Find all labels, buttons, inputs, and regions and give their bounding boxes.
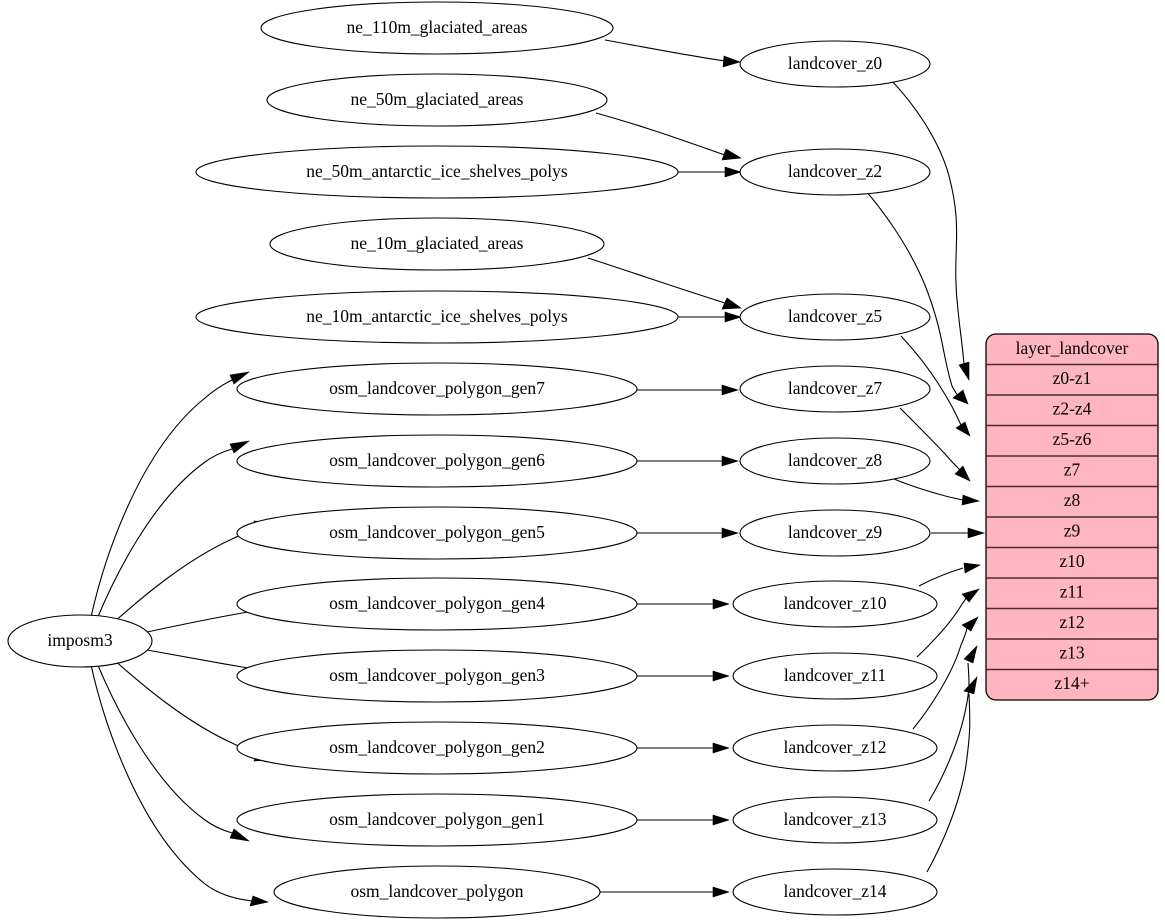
edge-z5-to-row-z5z6: [900, 335, 971, 437]
edge-gen4-to-z10: [637, 598, 731, 610]
edge-ne10mant-to-z5: [673, 311, 743, 323]
edge-ne10mglac-to-z5: [587, 257, 742, 310]
edge-z14-to-row-z14plus: [926, 676, 978, 873]
node-osm-landcover-polygon-gen7[interactable]: osm_landcover_polygon_gen7: [236, 362, 638, 416]
node-ne-10m-antarctic-ice-shelves-polys[interactable]: ne_10m_antarctic_ice_shelves_polys: [195, 290, 679, 344]
edge-gen3-to-z11: [636, 670, 731, 682]
node-osm-landcover-polygon-gen3[interactable]: osm_landcover_polygon_gen3: [236, 649, 638, 703]
node-landcover-z11[interactable]: landcover_z11: [732, 652, 938, 700]
node-ne-10m-glaciated-areas[interactable]: ne_10m_glaciated_areas: [269, 217, 605, 271]
node-imposm3[interactable]: imposm3: [7, 614, 153, 668]
node-landcover-z14[interactable]: landcover_z14: [732, 868, 938, 916]
node-landcover-z0[interactable]: landcover_z0: [739, 40, 931, 88]
edge-z8-to-row-z8: [888, 476, 981, 506]
node-osm-landcover-polygon-gen4[interactable]: osm_landcover_polygon_gen4: [236, 577, 638, 631]
node-landcover-z9[interactable]: landcover_z9: [739, 509, 931, 557]
edge-gen1-to-z13: [637, 814, 731, 826]
node-ne-50m-antarctic-ice-shelves-polys[interactable]: ne_50m_antarctic_ice_shelves_polys: [195, 145, 679, 199]
node-osm-landcover-polygon-gen6[interactable]: osm_landcover_polygon_gen6: [236, 434, 638, 488]
node-landcover-z5[interactable]: landcover_z5: [739, 293, 931, 341]
edge-gen5-to-z9: [637, 527, 740, 539]
node-landcover-z10[interactable]: landcover_z10: [732, 580, 938, 628]
edge-gen6-to-z8: [637, 455, 740, 467]
node-osm-landcover-polygon[interactable]: osm_landcover_polygon: [273, 865, 601, 919]
edge-ne50mglac-to-z2: [595, 112, 742, 161]
edge-z11-to-row-z11: [916, 588, 980, 658]
edge-polygon-to-z14: [599, 886, 731, 898]
edge-imposm3-to-gen1: [96, 662, 251, 842]
node-ne-110m-glaciated-areas[interactable]: ne_110m_glaciated_areas: [260, 1, 614, 55]
edge-z12-to-row-z12: [912, 616, 979, 730]
edge-z7-to-row-z7: [899, 407, 971, 482]
node-osm-landcover-polygon-gen1[interactable]: osm_landcover_polygon_gen1: [236, 793, 638, 847]
node-landcover-z7[interactable]: landcover_z7: [739, 365, 931, 413]
node-layer: imposm3 ne_110m_glaciated_areas ne_50m_g…: [7, 1, 938, 919]
edge-z0-to-row-z0z1: [890, 79, 970, 381]
node-landcover-z13[interactable]: landcover_z13: [732, 796, 938, 844]
edge-z10-to-row-z10: [918, 562, 981, 587]
edge-z9-to-row-z9: [931, 527, 986, 539]
node-osm-landcover-polygon-gen2[interactable]: osm_landcover_polygon_gen2: [236, 721, 638, 775]
edge-gen7-to-z7: [637, 384, 740, 396]
edge-imposm3-to-gen6: [96, 440, 251, 620]
edge-gen2-to-z12: [636, 742, 731, 754]
edge-ne50mant-to-z2: [672, 166, 743, 178]
layer-landcover-table[interactable]: layer_landcover z0-z1 z2-z4 z5-z6 z7 z8 …: [985, 333, 1159, 701]
edge-imposm3-to-polygon: [90, 664, 270, 907]
node-ne-50m-glaciated-areas[interactable]: ne_50m_glaciated_areas: [266, 73, 608, 127]
edge-imposm3-to-gen7: [90, 371, 251, 618]
node-osm-landcover-polygon-gen5[interactable]: osm_landcover_polygon_gen5: [236, 506, 638, 560]
node-landcover-z12[interactable]: landcover_z12: [732, 724, 938, 772]
node-landcover-z2[interactable]: landcover_z2: [739, 148, 931, 196]
edge-ne110m-to-z0: [604, 39, 741, 68]
node-landcover-z8[interactable]: landcover_z8: [739, 437, 931, 485]
edge-z13-to-row-z13: [928, 645, 978, 802]
edge-z2-to-row-z2z4: [865, 190, 969, 405]
